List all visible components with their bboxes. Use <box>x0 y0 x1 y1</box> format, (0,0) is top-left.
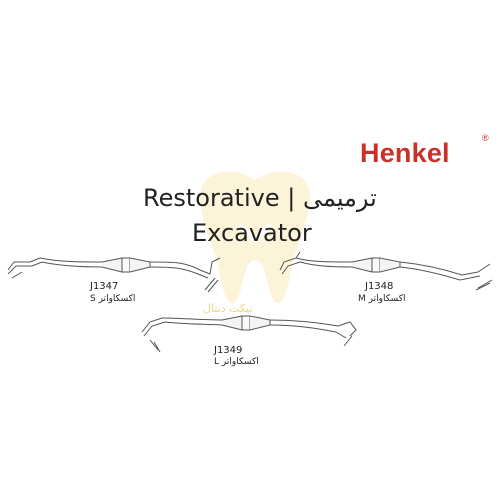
instrument-label: اکسکاواتر L <box>214 357 259 367</box>
instrument-size: M <box>358 294 366 304</box>
category-title: Restorative | ترمیمی <box>143 184 377 212</box>
instrument-j1348 <box>279 251 493 291</box>
instrument-code: J1349 <box>214 345 243 356</box>
instrument-code: J1347 <box>90 281 119 292</box>
instrument-label: اکسکاواتر M <box>358 294 405 304</box>
instrument-size: S <box>90 294 96 304</box>
instrument-code: J1348 <box>365 281 394 292</box>
instrument-j1347 <box>7 257 221 293</box>
brand-logo: Henkel <box>360 138 450 168</box>
instrument-name: اکسکاواتر <box>368 294 406 304</box>
watermark-text: تیکت دنتال <box>203 302 253 315</box>
instrument-label: اکسکاواتر S <box>90 294 135 304</box>
instrument-size: L <box>214 357 220 367</box>
product-title: Excavator <box>192 219 312 247</box>
registered-mark: ® <box>482 133 489 143</box>
instrument-name: اکسکاواتر <box>221 357 259 367</box>
instrument-name: اکسکاواتر <box>98 294 136 304</box>
tooth-watermark-icon <box>200 171 310 304</box>
instrument-j1349 <box>141 315 357 353</box>
